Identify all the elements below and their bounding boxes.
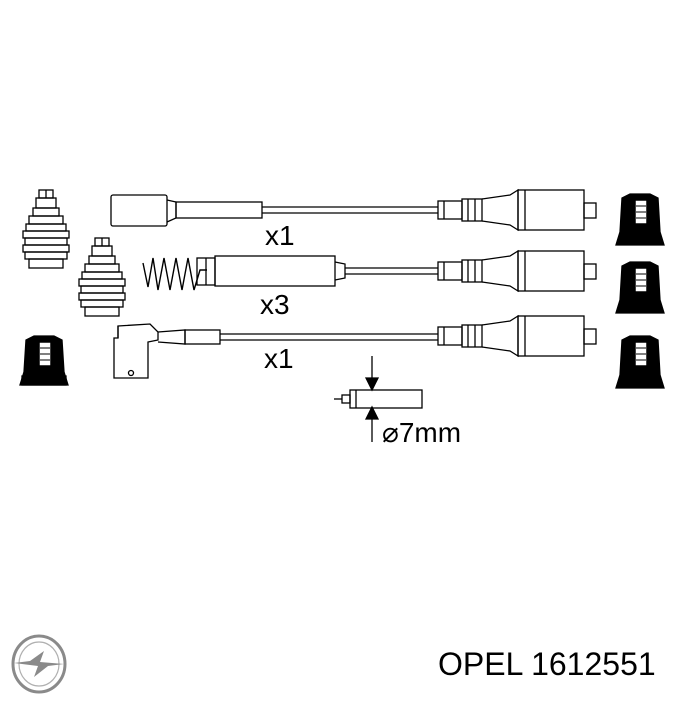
part-number: 1612551 bbox=[531, 646, 656, 682]
brand-name: OPEL bbox=[438, 646, 523, 682]
diameter-detail bbox=[334, 356, 423, 442]
distributor-boot-right-bottom bbox=[615, 335, 665, 389]
distributor-boot-right-middle bbox=[615, 261, 665, 314]
cable-bottom bbox=[113, 314, 597, 379]
distributor-boot-right-top bbox=[615, 193, 665, 246]
part-caption: OPEL 1612551 bbox=[438, 648, 656, 680]
plug-boot-left-top bbox=[22, 189, 70, 269]
cable-middle bbox=[142, 249, 597, 293]
quantity-label-bottom: x1 bbox=[264, 343, 294, 374]
plug-boot-left-middle bbox=[78, 237, 126, 317]
plug-boot-left-bottom bbox=[19, 335, 69, 386]
diameter-label: ⌀7mm bbox=[382, 417, 462, 448]
opel-blitz-logo-icon bbox=[11, 634, 67, 694]
quantity-label-middle: x3 bbox=[260, 289, 290, 320]
cable-top bbox=[110, 188, 597, 232]
quantity-label-top: x1 bbox=[265, 220, 295, 251]
